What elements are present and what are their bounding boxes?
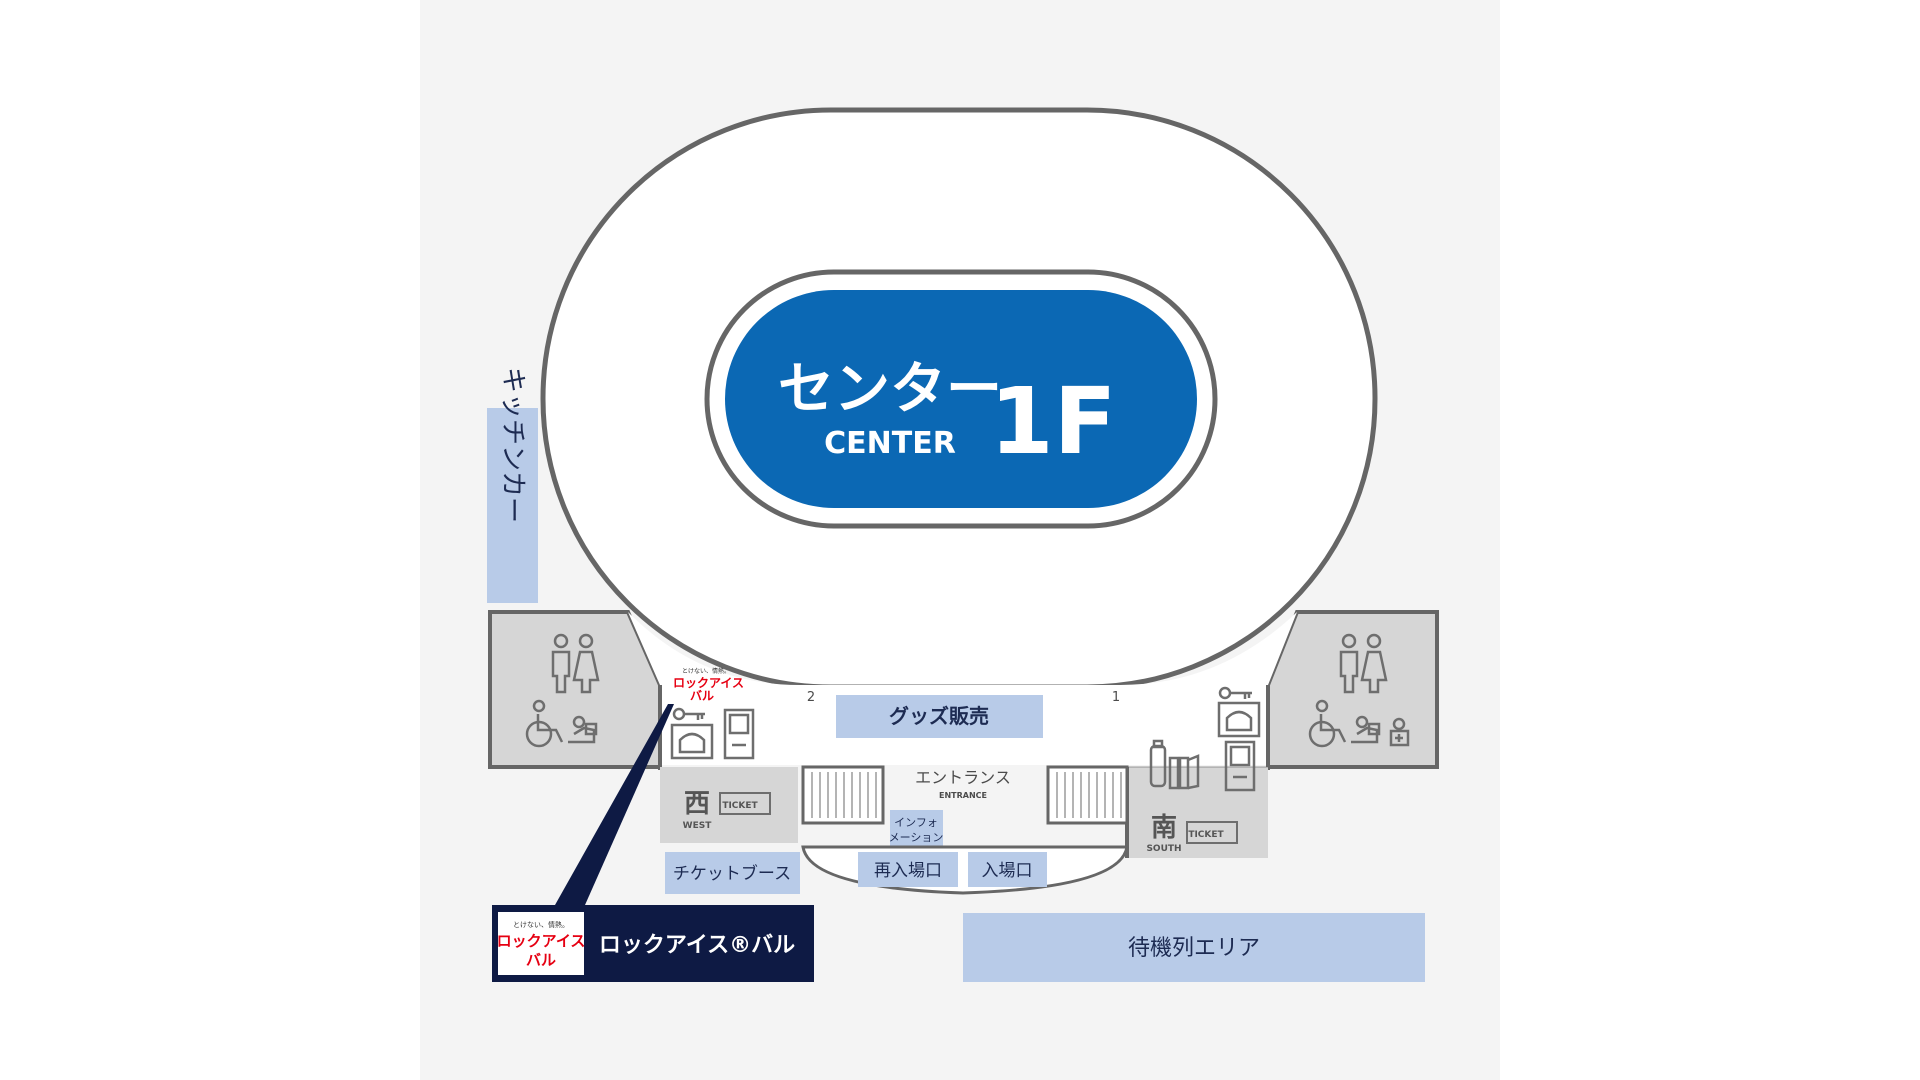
west-gate-kanji: 西 [684, 789, 710, 819]
goods-sales-label: グッズ販売 [889, 704, 989, 728]
rock-ice-bar-name: ロックアイス®バル [599, 933, 795, 958]
gate-number-1: 1 [1112, 690, 1120, 705]
cloakroom-icon[interactable] [670, 723, 714, 760]
south-gate-en: SOUTH [1146, 844, 1181, 854]
ticket-icon [1186, 821, 1238, 844]
west-ticket-area[interactable] [660, 767, 798, 843]
center-label-en: CENTER [824, 426, 956, 461]
logo-line-1: ロックアイス [497, 932, 586, 950]
svg-text:バル: バル [690, 689, 714, 703]
waiting-line-area[interactable] [963, 913, 1425, 982]
ticket-booth-label: チケットブース [673, 863, 791, 884]
entrance-label-en: ENTRANCE [939, 791, 987, 800]
ticket-booth-area[interactable] [665, 852, 800, 894]
logo-tagline: とけない、情熱。 [513, 920, 569, 929]
left-restroom-block[interactable] [488, 610, 662, 769]
rock-ice-bar-logo [498, 912, 584, 975]
waiting-line-label: 待機列エリア [1128, 936, 1260, 961]
reentry-gate[interactable] [858, 852, 958, 887]
vending-machine-icon[interactable] [723, 708, 755, 760]
floor-level-label: 1F [990, 368, 1117, 475]
ticket-icon [719, 792, 771, 815]
information-area[interactable] [890, 810, 943, 847]
books-icon [1168, 754, 1200, 790]
center-floor-area[interactable] [725, 290, 1197, 508]
admission-gate[interactable] [968, 852, 1047, 887]
svg-text:とけない、情熱。: とけない、情熱。 [682, 667, 730, 675]
kitchen-car-area[interactable] [487, 408, 538, 603]
restroom-icon [551, 633, 600, 694]
drink-bottle-icon [1149, 739, 1167, 788]
kitchen-car-label: キッチンカー [498, 367, 528, 523]
west-ticket-text: TICKET [722, 801, 758, 811]
left-turnstiles [801, 765, 885, 825]
coin-locker-icon [672, 707, 705, 721]
svg-text:ロックアイス: ロックアイス [673, 676, 744, 690]
concourse [628, 612, 1297, 765]
wheelchair-icon [1308, 699, 1347, 748]
information-label-2: メーション [889, 831, 944, 844]
reentry-label: 再入場口 [874, 861, 942, 881]
south-ticket-text: TICKET [1188, 830, 1224, 840]
wheelchair-icon [525, 699, 564, 748]
cloakroom-icon[interactable] [1217, 701, 1261, 738]
admission-label: 入場口 [982, 861, 1033, 881]
right-turnstiles [1046, 765, 1129, 825]
entrance-label-jp: エントランス [915, 768, 1011, 787]
logo-line-2: バル [526, 951, 556, 969]
information-label-1: インフォ [894, 816, 938, 829]
callout-pointer [555, 704, 674, 905]
rock-ice-bar-small-logo: とけない、情熱。 ロックアイス バル [673, 667, 744, 703]
vending-machine-icon[interactable] [1224, 740, 1256, 792]
gate-number-2: 2 [807, 690, 815, 705]
south-gate-kanji: 南 [1151, 813, 1177, 843]
first-aid-icon [1389, 717, 1410, 747]
coin-locker-icon [1218, 686, 1252, 700]
goods-sales-area[interactable] [836, 695, 1043, 738]
center-label-jp: センター [778, 357, 1002, 422]
restroom-icon [1339, 633, 1388, 694]
west-gate-en: WEST [683, 821, 713, 831]
nursing-room-icon [1351, 715, 1381, 744]
nursing-room-icon [568, 715, 598, 744]
